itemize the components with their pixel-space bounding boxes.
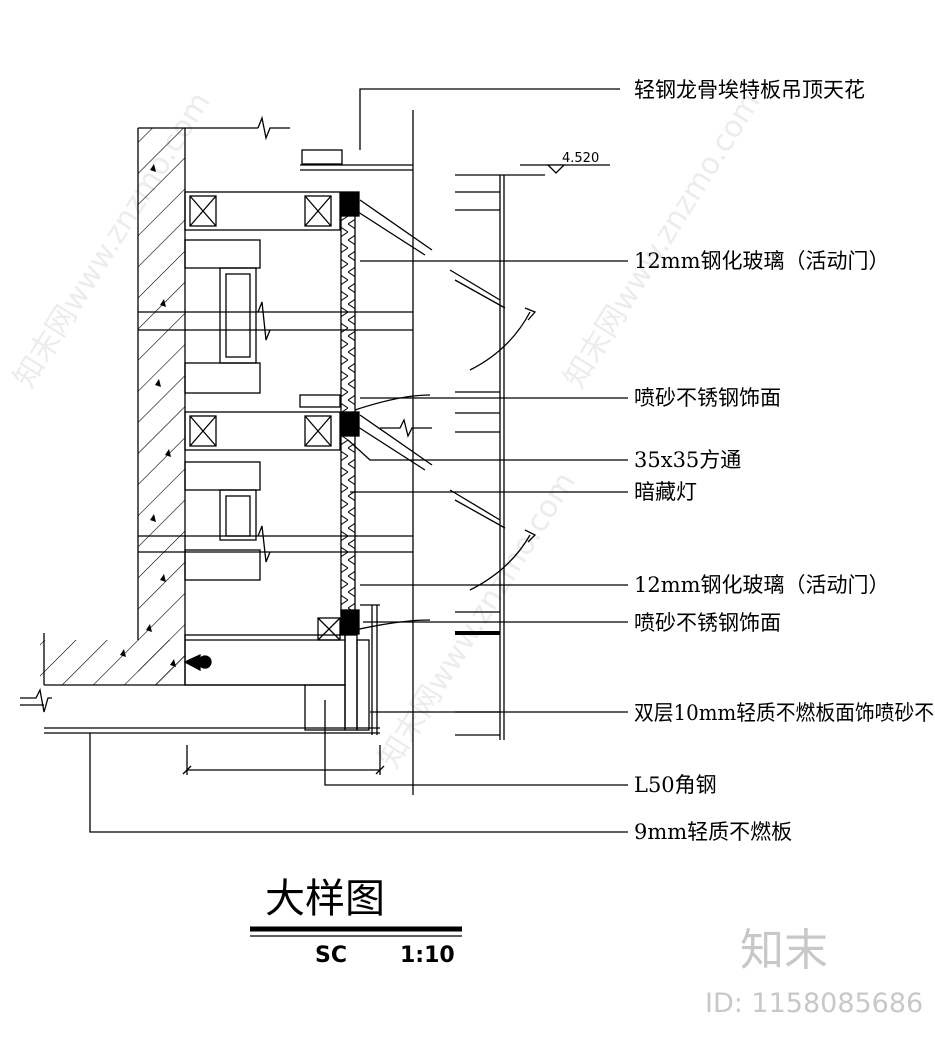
- square-tubes-lower: [138, 394, 413, 581]
- brand-logo: 知末: [740, 925, 828, 976]
- leader-lines: [89, 260, 628, 833]
- label-angle-steel: L50角钢: [634, 773, 717, 797]
- svg-text:4.520: 4.520: [562, 151, 599, 166]
- label-board-9mm: 9mm轻质不燃板: [634, 820, 792, 844]
- label-hidden-light: 暗藏灯: [634, 480, 697, 504]
- light-box-panel: [317, 191, 360, 641]
- square-tubes-upper: [138, 191, 413, 394]
- image-id: ID: 1158085686: [705, 988, 923, 1019]
- svg-text:知末网www.znzmo.com: 知末网www.znzmo.com: [557, 86, 768, 394]
- label-double-board: 双层10mm轻质不燃板面饰喷砂不: [634, 701, 934, 725]
- brand-block: 知末 ID: 1158085686: [705, 925, 923, 1019]
- dimension-line: [182, 745, 385, 775]
- label-steel-face-2: 喷砂不锈钢饰面: [634, 611, 781, 635]
- title-block: 大样图 SC 1:10: [250, 876, 462, 968]
- concrete-wall: [40, 115, 290, 686]
- drawing-scale: 1:10: [400, 943, 455, 968]
- label-ceiling: 轻钢龙骨埃特板吊顶天花: [634, 78, 865, 102]
- drawing-code: SC: [315, 943, 347, 968]
- label-glass-door-1: 12mm钢化玻璃（活动门）: [634, 249, 890, 273]
- floor-slab: [20, 684, 380, 734]
- annotation-labels: 轻钢龙骨埃特板吊顶天花 12mm钢化玻璃（活动门） 喷砂不锈钢饰面 35x35方…: [634, 78, 934, 844]
- glass-doors: [354, 174, 545, 740]
- elevation-marker: 4.520: [520, 151, 610, 174]
- label-steel-face-1: 喷砂不锈钢饰面: [634, 386, 781, 410]
- drawing-title: 大样图: [265, 876, 385, 922]
- label-tube: 35x35方通: [634, 448, 741, 472]
- label-glass-door-2: 12mm钢化玻璃（活动门）: [634, 573, 890, 597]
